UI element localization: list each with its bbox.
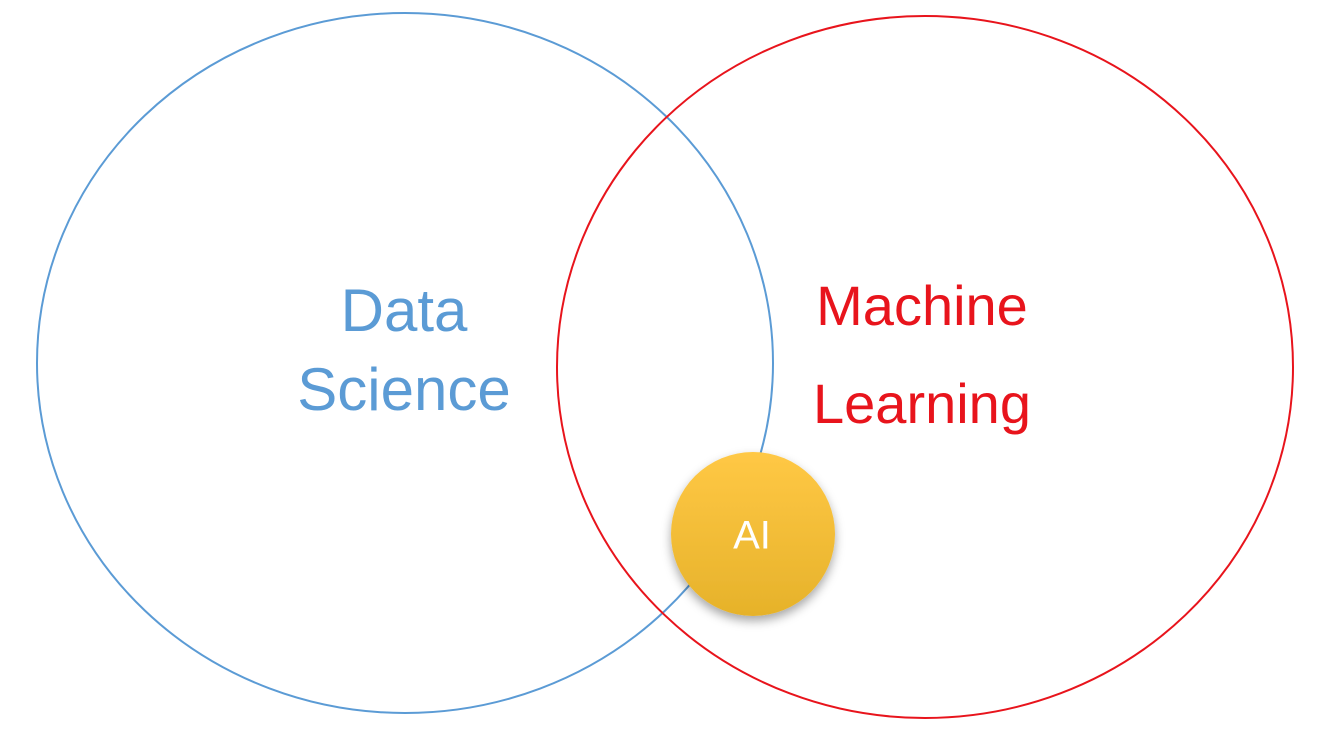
ai-label: AI — [733, 514, 771, 558]
ai-node: AI — [671, 452, 835, 616]
data-science-circle — [36, 12, 774, 714]
machine-learning-label-line-1: Machine — [816, 274, 1028, 337]
machine-learning-circle — [556, 15, 1294, 719]
data-science-label-line-2: Science — [297, 356, 510, 423]
ai-circle — [671, 452, 835, 616]
data-science-label-line-1: Data — [341, 277, 468, 344]
machine-learning-label-line-2: Learning — [813, 372, 1031, 435]
